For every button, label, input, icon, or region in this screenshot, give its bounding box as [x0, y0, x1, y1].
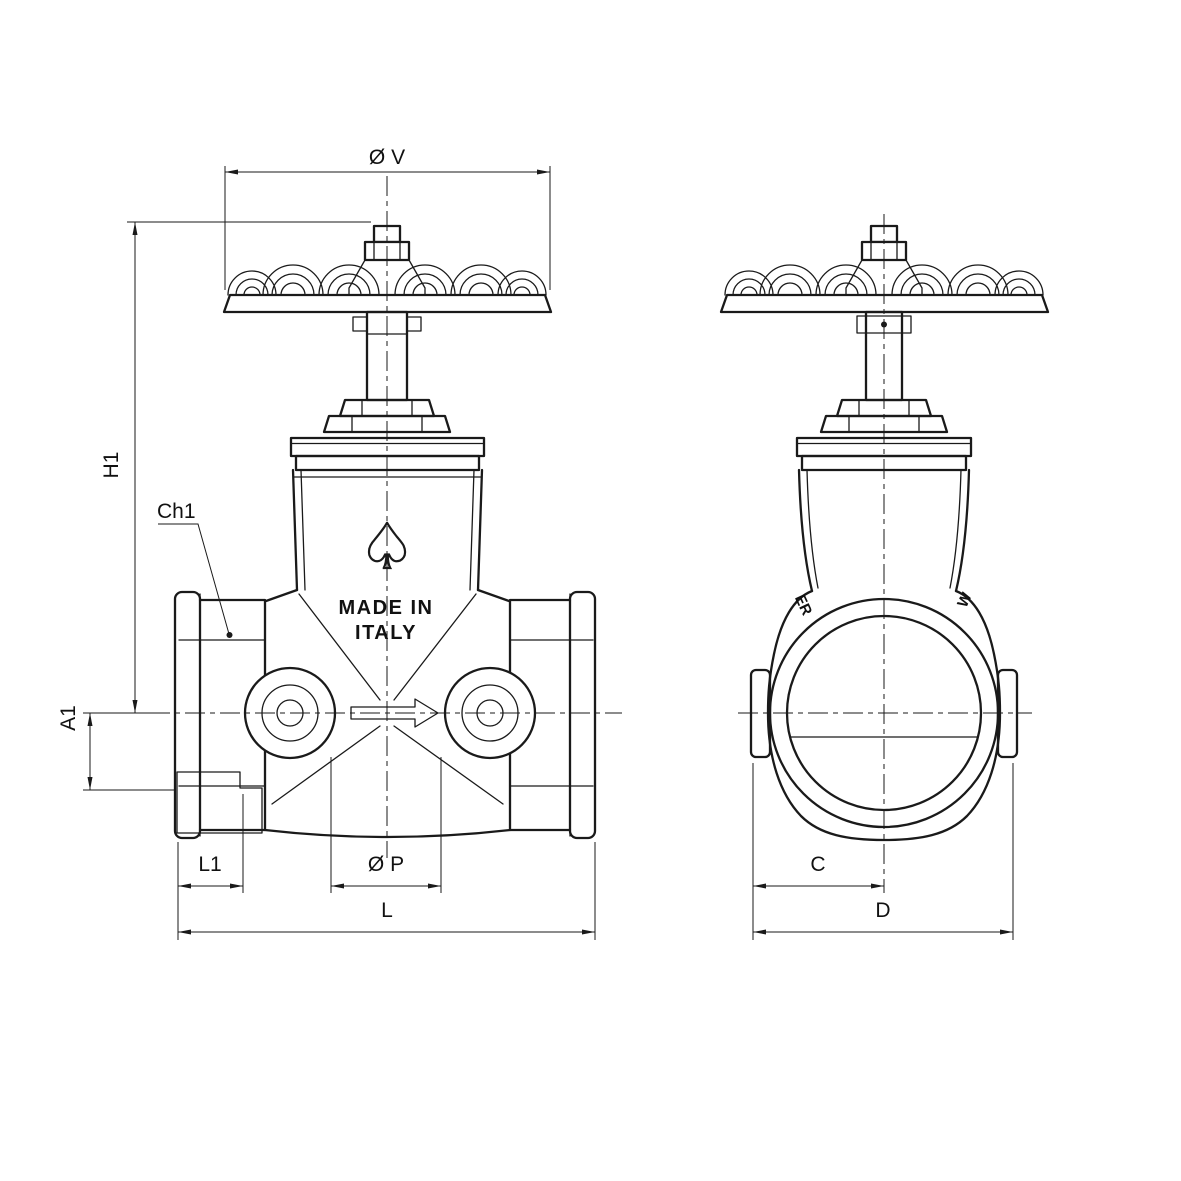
dimensions: Ø V H1 Ch1 A1 L1 Ø P — [57, 146, 1014, 940]
dimension-l: L — [178, 842, 596, 940]
made-in-text: MADE IN — [339, 597, 434, 619]
dimension-d: D — [753, 763, 1014, 940]
front-port-left — [173, 590, 202, 840]
dimension-v: Ø V — [224, 146, 551, 290]
dim-label-h1: H1 — [100, 452, 123, 479]
front-view: ♠ MADE IN ITALY — [173, 224, 597, 840]
dim-label-c: C — [810, 853, 825, 876]
section-hatch — [176, 771, 263, 834]
italy-text: ITALY — [355, 622, 417, 644]
front-port-right — [568, 590, 597, 840]
dim-label-l1: L1 — [198, 853, 221, 876]
dimension-ch1: Ch1 — [157, 500, 233, 638]
dim-label-p: Ø P — [368, 853, 404, 876]
centerlines — [150, 176, 1032, 893]
dimension-a1: A1 — [57, 705, 176, 791]
dim-label-a1: A1 — [57, 705, 80, 731]
dim-label-ch1: Ch1 — [157, 500, 196, 523]
dim-label-d: D — [875, 899, 890, 922]
casting-edges — [271, 593, 504, 805]
front-upper-body — [291, 468, 484, 592]
dim-label-v: Ø V — [369, 146, 405, 169]
cast-mark-left: ER — [791, 592, 815, 618]
flow-arrow-icon — [350, 698, 439, 728]
dimension-c: C — [752, 763, 884, 940]
dimension-l1: L1 — [177, 794, 244, 940]
dimension-p: Ø P — [330, 757, 442, 893]
dim-label-l: L — [381, 899, 393, 922]
dimension-h1: H1 — [83, 221, 371, 714]
